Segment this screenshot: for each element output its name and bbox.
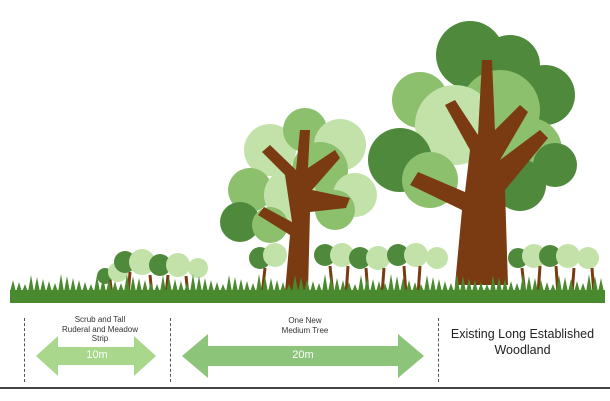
width-arrow-10m bbox=[36, 336, 156, 376]
zone-label-line: Existing Long Established bbox=[450, 327, 595, 341]
ground-baseline bbox=[0, 387, 610, 389]
zone-label-scrub: Scrub and Tall Ruderal and Meadow Strip bbox=[40, 315, 160, 344]
existing-woodland-tree bbox=[368, 21, 577, 285]
zone-label-line: Scrub and Tall bbox=[74, 315, 126, 324]
zone-label-line: Ruderal and Meadow bbox=[61, 324, 139, 334]
zone-divider-mid bbox=[170, 318, 171, 382]
new-medium-tree bbox=[220, 108, 377, 292]
shrubs-right bbox=[508, 244, 599, 296]
zone-label-line: One New bbox=[288, 316, 322, 325]
zone-label-new-tree: One New Medium Tree bbox=[250, 316, 360, 335]
zone-divider-left bbox=[24, 318, 25, 382]
scrub-shrubs-left bbox=[97, 249, 208, 296]
width-label-10m: 10m bbox=[86, 349, 108, 361]
zone-label-line: Strip bbox=[91, 334, 109, 344]
zone-divider-right bbox=[438, 318, 439, 382]
grass-strip bbox=[10, 274, 605, 303]
zone-label-line: Medium Tree bbox=[281, 325, 329, 335]
width-label-20m: 20m bbox=[292, 349, 314, 361]
width-arrow-20m bbox=[182, 334, 424, 378]
zone-label-line: Woodland bbox=[494, 343, 551, 358]
shrubs-middle bbox=[249, 243, 448, 296]
zone-label-woodland: Existing Long Established Woodland bbox=[440, 326, 605, 359]
